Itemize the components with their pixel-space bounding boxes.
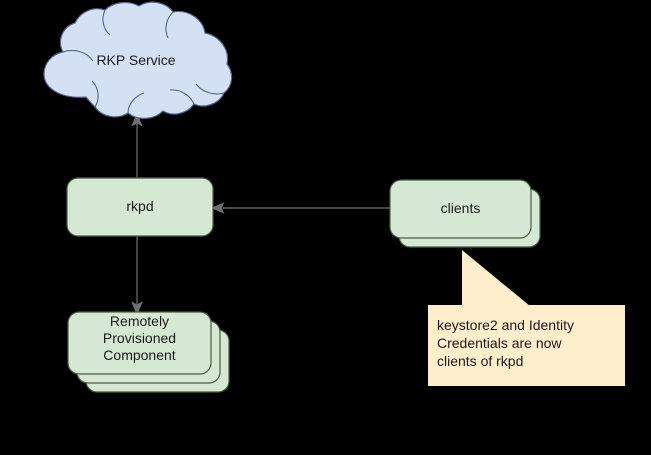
- node-remotely-provisioned-component[interactable]: [67, 311, 230, 393]
- node-rkp-service[interactable]: [43, 1, 233, 119]
- cloud-inner-arcs: [62, 9, 225, 114]
- node-rkpd[interactable]: [66, 177, 214, 237]
- note-callout[interactable]: [428, 250, 625, 386]
- edge-rkpd-to-rpc: [131, 236, 143, 316]
- edge-rkpd-to-rkp-service: [131, 112, 143, 178]
- edge-clients-to-rkpd: [210, 202, 390, 214]
- node-clients[interactable]: [389, 179, 541, 248]
